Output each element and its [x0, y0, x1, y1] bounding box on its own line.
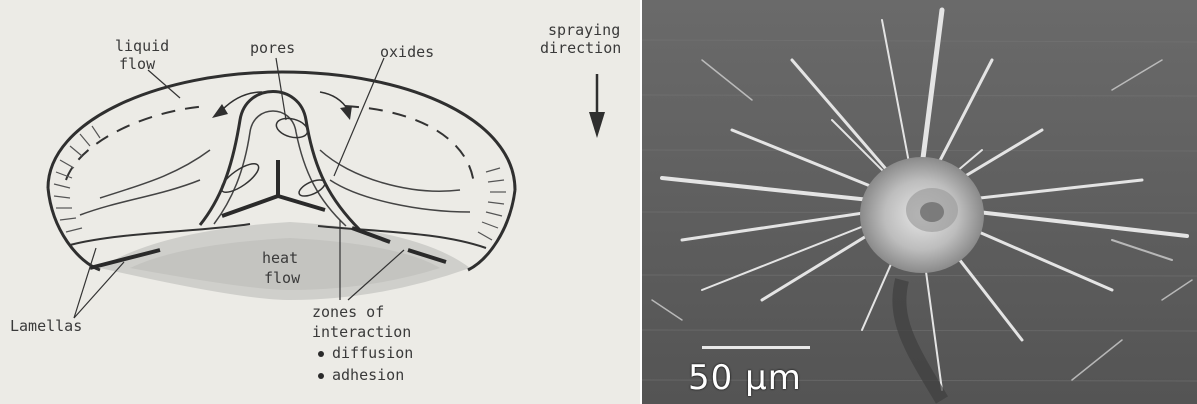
- scale-bar: [702, 346, 810, 349]
- pore-2: [217, 159, 262, 197]
- scale-label: 50 µm: [688, 358, 802, 398]
- flow-arrow-right: [340, 106, 352, 120]
- sem-micrograph: [642, 0, 1197, 404]
- lamella-junction: [222, 160, 325, 216]
- bullet-dot: [318, 351, 324, 357]
- spraying-direction-arrow: [589, 112, 605, 138]
- bullet-diffusion: diffusion: [318, 344, 413, 362]
- label-lamellas: Lamellas: [10, 318, 82, 334]
- sem-micrograph-panel: [642, 0, 1197, 404]
- label-direction: direction: [540, 40, 621, 56]
- rim-hatching-right: [478, 168, 506, 240]
- label-heat-flow: flow: [264, 270, 300, 286]
- label-interaction: interaction: [312, 324, 411, 340]
- label-flow: flow: [119, 56, 155, 72]
- label-zones-of: zones of: [312, 304, 384, 320]
- bullet-adhesion: adhesion: [318, 366, 404, 384]
- label-heat: heat: [262, 250, 298, 266]
- label-pores: pores: [250, 40, 295, 56]
- label-spraying: spraying: [548, 22, 620, 38]
- splat-diagram-panel: liquid flow pores oxides spraying direct…: [0, 0, 640, 404]
- label-diffusion: diffusion: [332, 344, 413, 362]
- rim-hatching-left: [54, 126, 100, 232]
- label-liquid: liquid: [115, 38, 169, 54]
- label-adhesion: adhesion: [332, 366, 404, 384]
- label-oxides: oxides: [380, 44, 434, 60]
- bullet-dot: [318, 373, 324, 379]
